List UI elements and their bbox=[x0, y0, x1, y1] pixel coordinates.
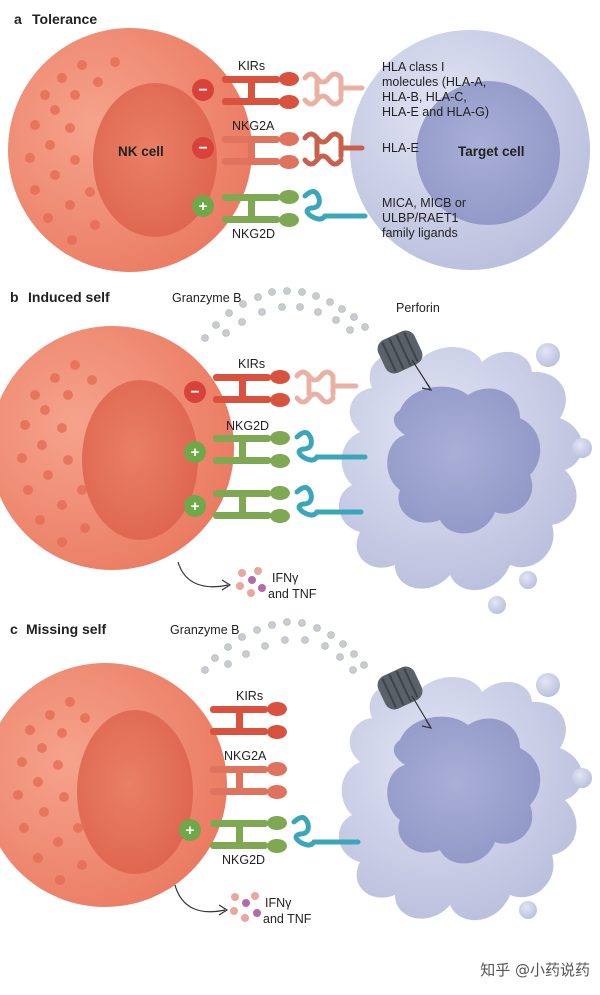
plus-sign-nkg2d-a: + bbox=[192, 195, 214, 217]
nkg2a-receptor-c: NKG2A bbox=[210, 749, 287, 799]
target-cell-b bbox=[338, 343, 592, 614]
nkg2a-label-c: NKG2A bbox=[224, 749, 267, 763]
ifng-label-b: IFNγ bbox=[272, 571, 299, 585]
nk-cell-a: NK cell bbox=[8, 28, 252, 272]
nkg2d-receptor-b1: NKG2D bbox=[213, 419, 290, 468]
nkg2d-ligand-b2 bbox=[294, 485, 364, 518]
kir-label-b: KIRs bbox=[238, 357, 265, 371]
nkg2d-ligand-c bbox=[291, 815, 361, 848]
panel-c-title: Missing self bbox=[26, 621, 106, 637]
plus-sign-nkg2d-b1: + bbox=[184, 441, 206, 463]
minus-sign-nkg2a-a: − bbox=[192, 137, 214, 159]
target-cell-c bbox=[338, 673, 592, 921]
plus-sign-text: + bbox=[199, 198, 208, 215]
panel-b-letter: b bbox=[10, 289, 19, 305]
kir-label-a: KIRs bbox=[238, 59, 265, 73]
kir-receptor-a: KIRs bbox=[222, 59, 299, 109]
panel-c-letter: c bbox=[10, 621, 18, 637]
minus-sign-text: − bbox=[198, 82, 207, 99]
nk-cell-c bbox=[0, 663, 227, 907]
nk-cell-b bbox=[0, 326, 234, 570]
nkg2d-receptor-a: NKG2D bbox=[222, 190, 299, 241]
mica-label-2: ULBP/RAET1 bbox=[382, 211, 458, 225]
panel-a-letter: a bbox=[14, 11, 22, 27]
panel-c: c Missing self Granzyme B bbox=[0, 618, 592, 926]
kir-label-c: KIRs bbox=[236, 689, 263, 703]
ifng-label-c: IFNγ bbox=[265, 896, 292, 910]
minus-sign-text: − bbox=[198, 140, 207, 157]
target-cell-a: Target cell bbox=[350, 30, 590, 270]
tnf-label-b: and TNF bbox=[268, 587, 317, 601]
plus-sign-text: + bbox=[191, 498, 200, 515]
panel-a-title: Tolerance bbox=[32, 11, 97, 27]
target-cell-label: Target cell bbox=[458, 144, 525, 159]
panel-a: a Tolerance NK cell Target cell bbox=[8, 11, 590, 272]
plus-sign-nkg2d-b2: + bbox=[184, 495, 206, 517]
plus-sign-text: + bbox=[191, 444, 200, 461]
minus-sign-kir-a: − bbox=[192, 79, 214, 101]
minus-sign-text: − bbox=[190, 384, 199, 401]
plus-sign-text: + bbox=[186, 822, 195, 839]
hla-class-i-label-3: HLA-B, HLA-C, bbox=[382, 90, 467, 104]
kir-receptor-c: KIRs bbox=[210, 689, 287, 739]
mica-label-1: MICA, MICB or bbox=[382, 196, 466, 210]
plus-sign-nkg2d-c: + bbox=[179, 819, 201, 841]
hla-class-i-ligand bbox=[302, 71, 365, 107]
cytokine-release-b: IFNγ and TNF bbox=[177, 561, 317, 601]
granzyme-label-c: Granzyme B bbox=[170, 623, 239, 637]
granzyme-label-b: Granzyme B bbox=[172, 291, 241, 305]
mica-micb-ligand bbox=[302, 189, 368, 222]
granzyme-dots-b bbox=[201, 287, 369, 342]
hla-ligand-b bbox=[294, 369, 359, 405]
nkg2d-label-c: NKG2D bbox=[222, 853, 265, 867]
granzyme-dots-c bbox=[201, 618, 368, 674]
nk-cell-label: NK cell bbox=[118, 144, 164, 159]
hla-class-i-label-4: HLA-E and HLA-G) bbox=[382, 105, 489, 119]
tnf-label-c: and TNF bbox=[263, 912, 312, 926]
nkg2d-label-a: NKG2D bbox=[232, 227, 275, 241]
watermark: 知乎 @小药说药 bbox=[480, 961, 590, 979]
nkg2d-receptor-b2 bbox=[213, 486, 290, 523]
hla-class-i-label-2: molecules (HLA-A, bbox=[382, 75, 486, 89]
hla-e-label: HLA-E bbox=[382, 141, 419, 155]
panel-b-title: Induced self bbox=[28, 289, 110, 305]
nkg2a-receptor-a: NKG2A bbox=[222, 119, 299, 169]
nkg2d-ligand-b1 bbox=[294, 430, 368, 463]
cytokine-release-c: IFNγ and TNF bbox=[174, 884, 312, 926]
kir-receptor-b: KIRs bbox=[213, 357, 290, 407]
nkg2d-label-b: NKG2D bbox=[226, 419, 269, 433]
perforin-pore-c bbox=[377, 666, 433, 729]
mica-label-3: family ligands bbox=[382, 226, 458, 240]
nkg2d-receptor-c: NKG2D bbox=[210, 816, 287, 867]
minus-sign-kir-b: − bbox=[184, 381, 206, 403]
perforin-pore-b bbox=[377, 330, 433, 391]
panel-b: b Induced self Granzyme B Perforin bbox=[0, 287, 592, 614]
hla-class-i-label-1: HLA class I bbox=[382, 60, 445, 74]
nkg2a-label-a: NKG2A bbox=[232, 119, 275, 133]
perforin-label: Perforin bbox=[396, 301, 440, 315]
hla-e-ligand bbox=[302, 131, 365, 167]
